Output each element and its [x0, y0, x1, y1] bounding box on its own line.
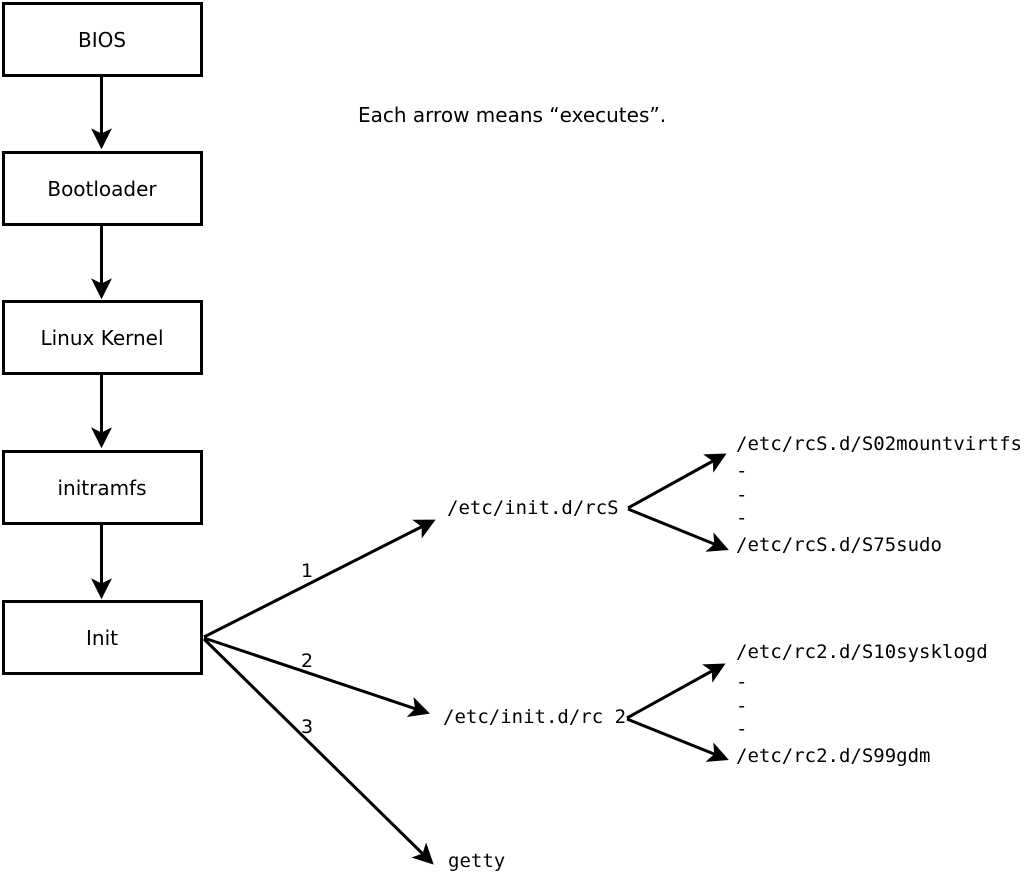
linux-kernel-box [2, 300, 203, 375]
ellipsis-dash: - [736, 484, 747, 506]
bootloader-label: Bootloader [47, 177, 157, 201]
branch-1-number: 1 [301, 560, 313, 582]
initramfs-label: initramfs [57, 476, 146, 500]
init-branches: 1 /etc/init.d/rcS 2 /etc/init.d/rc 2 3 g… [202, 497, 626, 872]
rcs-fork: /etc/rcS.d/S02mountvirtfs - - - /etc/rcS… [627, 433, 1022, 556]
bootloader-box [2, 151, 203, 226]
rcs-last-script-label: /etc/rcS.d/S75sudo [736, 534, 942, 556]
branch-3-number: 3 [301, 716, 313, 738]
rc2-fork: /etc/rc2.d/S10sysklogd - - - /etc/rc2.d/… [626, 641, 988, 767]
rc2-first-script-label: /etc/rc2.d/S10sysklogd [736, 641, 988, 663]
rc2-target-label: /etc/init.d/rc 2 [443, 706, 626, 728]
linux-kernel-label: Linux Kernel [40, 326, 163, 350]
arrow-init-to-rc2 [203, 636, 430, 717]
getty-target-label: getty [448, 850, 505, 872]
legend-note: Each arrow means “executes”. [358, 103, 666, 127]
arrow-rcs-to-last-script [627, 507, 729, 552]
init-box [2, 600, 203, 675]
branch-2-number: 2 [301, 650, 313, 672]
ellipsis-dash: - [736, 507, 747, 529]
ellipsis-dash: - [736, 671, 747, 693]
arrow-init-to-rcs [203, 519, 436, 639]
initramfs-box [2, 450, 203, 525]
bios-box [2, 2, 203, 77]
rcs-first-script-label: /etc/rcS.d/S02mountvirtfs [736, 433, 1022, 455]
arrow-rc2-to-last-script [626, 717, 729, 762]
rcs-target-label: /etc/init.d/rcS [447, 497, 619, 519]
chain-boxes: BIOS Bootloader Linux Kernel initramfs I… [2, 2, 203, 675]
ellipsis-dash: - [736, 460, 747, 482]
arrow-rcs-to-first-script [627, 453, 727, 510]
bios-label: BIOS [78, 28, 126, 52]
arrow-init-to-getty [202, 637, 434, 865]
rc2-last-script-label: /etc/rc2.d/S99gdm [736, 745, 930, 767]
arrow-rc2-to-first-script [626, 663, 726, 720]
init-label: Init [86, 626, 118, 650]
ellipsis-dash: - [736, 695, 747, 717]
ellipsis-dash: - [736, 718, 747, 740]
